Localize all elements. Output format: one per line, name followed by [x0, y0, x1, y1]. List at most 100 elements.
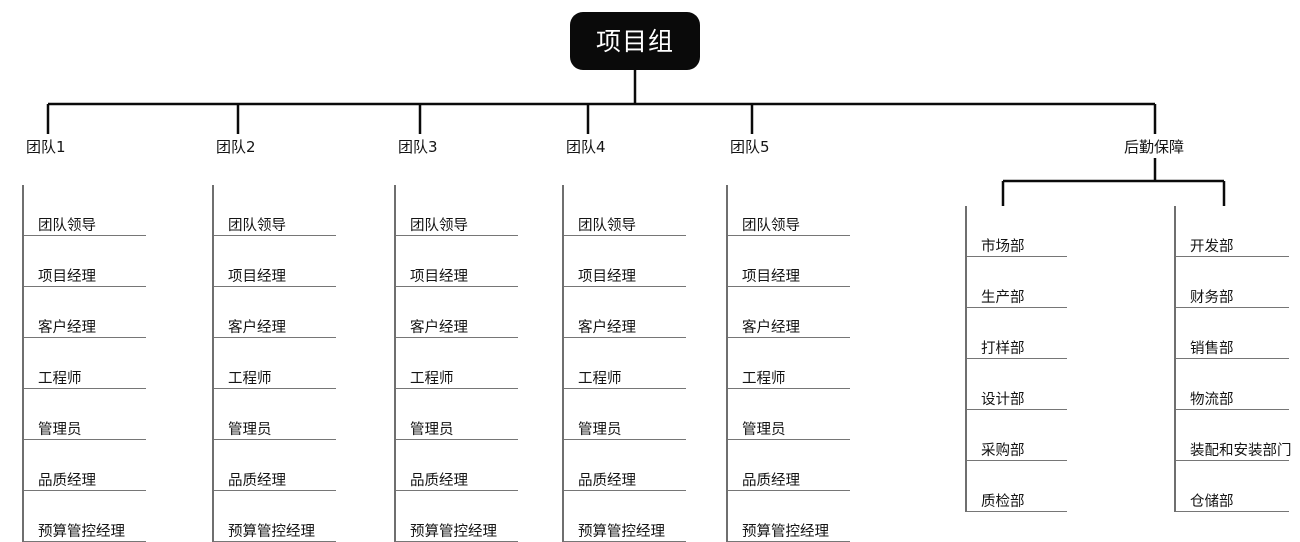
- list-item[interactable]: 项目经理: [24, 236, 146, 287]
- item-label: 客户经理: [578, 319, 636, 336]
- item-label: 客户经理: [228, 319, 286, 336]
- list-item[interactable]: 装配和安装部门: [1176, 410, 1292, 461]
- list-item[interactable]: 项目经理: [396, 236, 518, 287]
- item-label: 预算管控经理: [38, 523, 125, 540]
- list-item[interactable]: 项目经理: [214, 236, 336, 287]
- item-label: 工程师: [38, 370, 82, 387]
- list-item[interactable]: 质检部: [967, 461, 1067, 512]
- list-item[interactable]: 工程师: [396, 338, 518, 389]
- list-item[interactable]: 管理员: [24, 389, 146, 440]
- item-label: 团队领导: [742, 217, 800, 234]
- item-column-logistics-left: 市场部 生产部 打样部 设计部 采购部 质检部: [965, 206, 1067, 512]
- item-label: 物流部: [1190, 391, 1234, 408]
- item-label: 项目经理: [228, 268, 286, 285]
- item-column-logistics-right: 开发部 财务部 销售部 物流部 装配和安装部门 仓储部: [1174, 206, 1292, 512]
- item-label: 生产部: [981, 289, 1025, 306]
- list-item[interactable]: 采购部: [967, 410, 1067, 461]
- branch-label-team-4[interactable]: 团队4: [566, 138, 606, 156]
- item-label: 采购部: [981, 442, 1025, 459]
- list-item[interactable]: 管理员: [214, 389, 336, 440]
- item-label: 销售部: [1190, 340, 1234, 357]
- list-item[interactable]: 设计部: [967, 359, 1067, 410]
- item-label: 质检部: [981, 493, 1025, 510]
- list-item[interactable]: 管理员: [396, 389, 518, 440]
- list-item[interactable]: 市场部: [967, 206, 1067, 257]
- list-item[interactable]: 项目经理: [728, 236, 850, 287]
- list-item[interactable]: 团队领导: [214, 185, 336, 236]
- list-item[interactable]: 预算管控经理: [564, 491, 686, 542]
- item-label: 品质经理: [410, 472, 468, 489]
- item-label: 项目经理: [742, 268, 800, 285]
- item-label: 品质经理: [228, 472, 286, 489]
- list-item[interactable]: 管理员: [564, 389, 686, 440]
- item-label: 项目经理: [38, 268, 96, 285]
- item-label: 团队领导: [38, 217, 96, 234]
- item-column-team-3: 团队领导 项目经理 客户经理 工程师 管理员 品质经理 预算管控经理: [394, 185, 518, 542]
- item-column-team-1: 团队领导 项目经理 客户经理 工程师 管理员 品质经理 预算管控经理: [22, 185, 146, 542]
- item-column-team-2: 团队领导 项目经理 客户经理 工程师 管理员 品质经理 预算管控经理: [212, 185, 336, 542]
- item-label: 工程师: [742, 370, 786, 387]
- list-item[interactable]: 开发部: [1176, 206, 1289, 257]
- list-item[interactable]: 团队领导: [396, 185, 518, 236]
- branch-label-team-5[interactable]: 团队5: [730, 138, 770, 156]
- branch-label-team-2[interactable]: 团队2: [216, 138, 256, 156]
- list-item[interactable]: 品质经理: [214, 440, 336, 491]
- list-item[interactable]: 预算管控经理: [214, 491, 336, 542]
- list-item[interactable]: 客户经理: [728, 287, 850, 338]
- list-item[interactable]: 工程师: [564, 338, 686, 389]
- item-label: 项目经理: [410, 268, 468, 285]
- list-item[interactable]: 项目经理: [564, 236, 686, 287]
- list-item[interactable]: 客户经理: [214, 287, 336, 338]
- list-item[interactable]: 客户经理: [564, 287, 686, 338]
- list-item[interactable]: 品质经理: [564, 440, 686, 491]
- item-label: 工程师: [410, 370, 454, 387]
- item-label: 管理员: [410, 421, 454, 438]
- item-column-team-4: 团队领导 项目经理 客户经理 工程师 管理员 品质经理 预算管控经理: [562, 185, 686, 542]
- item-label: 预算管控经理: [410, 523, 497, 540]
- item-label: 打样部: [981, 340, 1025, 357]
- item-label: 品质经理: [742, 472, 800, 489]
- list-item[interactable]: 品质经理: [24, 440, 146, 491]
- item-label: 工程师: [578, 370, 622, 387]
- item-label: 客户经理: [742, 319, 800, 336]
- item-label: 品质经理: [578, 472, 636, 489]
- list-item[interactable]: 品质经理: [728, 440, 850, 491]
- root-node-label: 项目组: [595, 26, 674, 56]
- list-item[interactable]: 团队领导: [728, 185, 850, 236]
- list-item[interactable]: 生产部: [967, 257, 1067, 308]
- list-item[interactable]: 客户经理: [24, 287, 146, 338]
- branch-label-team-3[interactable]: 团队3: [398, 138, 438, 156]
- item-label: 工程师: [228, 370, 272, 387]
- list-item[interactable]: 工程师: [728, 338, 850, 389]
- item-label: 设计部: [981, 391, 1025, 408]
- list-item[interactable]: 团队领导: [24, 185, 146, 236]
- item-label: 预算管控经理: [228, 523, 315, 540]
- list-item[interactable]: 打样部: [967, 308, 1067, 359]
- list-item[interactable]: 仓储部: [1176, 461, 1289, 512]
- item-label: 品质经理: [38, 472, 96, 489]
- list-item[interactable]: 团队领导: [564, 185, 686, 236]
- list-item[interactable]: 财务部: [1176, 257, 1289, 308]
- list-item[interactable]: 工程师: [24, 338, 146, 389]
- list-item[interactable]: 品质经理: [396, 440, 518, 491]
- branch-label-logistics[interactable]: 后勤保障: [1124, 138, 1185, 156]
- list-item[interactable]: 预算管控经理: [728, 491, 850, 542]
- item-label: 团队领导: [410, 217, 468, 234]
- list-item[interactable]: 物流部: [1176, 359, 1289, 410]
- item-label: 项目经理: [578, 268, 636, 285]
- item-label: 预算管控经理: [578, 523, 665, 540]
- list-item[interactable]: 销售部: [1176, 308, 1289, 359]
- item-label: 开发部: [1190, 238, 1234, 255]
- item-label: 市场部: [981, 238, 1025, 255]
- list-item[interactable]: 工程师: [214, 338, 336, 389]
- root-node[interactable]: 项目组: [570, 12, 700, 70]
- list-item[interactable]: 预算管控经理: [24, 491, 146, 542]
- item-label: 管理员: [578, 421, 622, 438]
- list-item[interactable]: 客户经理: [396, 287, 518, 338]
- list-item[interactable]: 管理员: [728, 389, 850, 440]
- item-label: 预算管控经理: [742, 523, 829, 540]
- item-label: 管理员: [742, 421, 786, 438]
- branch-label-team-1[interactable]: 团队1: [26, 138, 66, 156]
- list-item[interactable]: 预算管控经理: [396, 491, 518, 542]
